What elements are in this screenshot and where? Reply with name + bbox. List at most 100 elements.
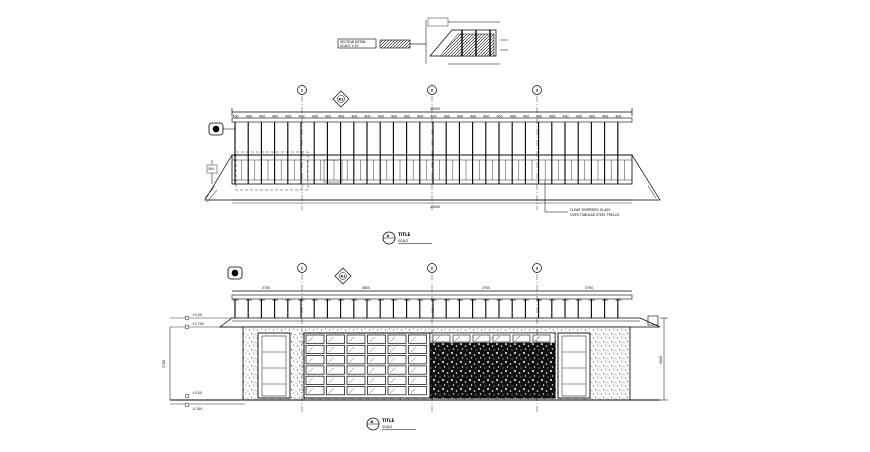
plan-grid-tag: 2 [427,85,437,210]
plan-tick: 400 [259,115,265,119]
pane-glint [389,347,396,353]
svg-text:2: 2 [431,267,434,271]
window-pane [305,334,325,344]
plan-tick: 400 [431,115,437,119]
window-pane [387,386,407,396]
pane-glint [389,367,396,374]
plan-tick: 400 [325,115,331,119]
plan-tick: 400 [233,115,239,119]
plan-title-block: A TITLE SCALE [382,231,432,245]
plan-tick-labels: 400 400 400 400 400 400 400 400 400 400 400 400 400 4… [233,115,622,119]
pane-glint [348,367,355,374]
window-pane [367,365,386,375]
plan-tick: 400 [589,115,595,119]
window-pane [387,355,407,365]
detail-label-box [337,38,377,49]
window-pane [367,375,386,385]
plan-tick: 400 [299,115,305,119]
elev-left-door [257,332,291,399]
svg-text:1: 1 [301,267,304,271]
window-pane [387,344,407,354]
elev-title-word: TITLE [382,418,394,423]
plan-rafters [234,122,619,184]
plan-tick: 400 [351,115,357,119]
plan-title-tag: A [387,234,390,238]
window-pane [326,375,345,385]
elev-section-callout: A1 [334,267,352,285]
window-pane [305,375,325,385]
pane-glint [434,335,441,342]
svg-text:A1: A1 [339,98,345,102]
window-pane [346,334,366,344]
elev-dim-2: 3800 [362,286,370,290]
elev-title-tag: B [371,420,374,424]
height-left: 2700 [162,360,166,368]
window-pane [346,386,366,396]
level-2: +2.700 [192,322,204,326]
plan-tick: 400 [365,115,371,119]
plan-tick: 400 [246,115,252,119]
plan-tick: 400 [404,115,410,119]
plan-section-callout: A1 [332,90,350,108]
transom-pane [472,334,491,343]
plan-note-line-1: CLEAR TEMPERED GLASS [570,208,610,212]
plan-tick: 400 [444,115,450,119]
pane-glint [328,347,334,353]
pane-glint [410,378,416,384]
plan-tick: 400 [457,115,463,119]
window-pane [367,344,386,354]
window-pane [408,375,427,385]
plan-dashed-zone [235,151,309,191]
elev-grid-tag: 3 [532,263,542,412]
window-pane [326,386,345,396]
window-pane [346,375,366,385]
plan-tick: 400 [563,115,569,119]
pane-glint [389,378,396,384]
plan-tick: 400 [470,115,476,119]
window-pane [346,355,366,365]
level-4: -0.150 [192,407,202,411]
detail-label-1: SECTION DETAIL [340,40,366,44]
plan-mullions [241,160,625,180]
pane-glint [389,388,396,394]
elev-dim-3: 3700 [482,286,490,290]
pane-glint [369,357,375,363]
window-pane [408,334,427,344]
plan-note-line-2: OVER TUBULAR STEEL TRELLIS [570,213,619,217]
pane-glint [454,335,461,342]
detail-label-2: SCALE 1:10 [340,44,358,48]
window-pane [346,365,366,375]
pane-glint [410,336,416,343]
window-pane [305,355,325,365]
pane-glint [369,388,375,394]
plan-tick: 400 [312,115,318,119]
pane-glint [514,335,521,342]
plan-tick: 400 [417,115,423,119]
elev-dim-4: 3700 [585,286,593,290]
window-pane [367,386,386,396]
transom-pane [532,334,551,343]
transom-pane [452,334,471,343]
plan-tick: 400 [576,115,582,119]
pane-glint [348,378,355,384]
svg-text:15000: 15000 [430,205,440,209]
plan-tick: 400 [378,115,384,119]
pane-glint [328,336,334,343]
pane-glint [307,367,314,374]
pane-glint [410,357,416,363]
pane-glint [494,335,501,342]
pane-glint [307,336,314,343]
window-pane [367,334,386,344]
window-pane [387,334,407,344]
pane-glint [307,378,314,384]
plan-tick: 400 [272,115,278,119]
elev-right-door [557,332,591,399]
plan-tick: 400 [338,115,344,119]
pane-glint [410,367,416,374]
pane-glint [410,347,416,353]
pane-glint [348,357,355,363]
window-pane [408,386,427,396]
plan-tick: 400 [483,115,489,119]
plan-left-callout [208,122,236,136]
